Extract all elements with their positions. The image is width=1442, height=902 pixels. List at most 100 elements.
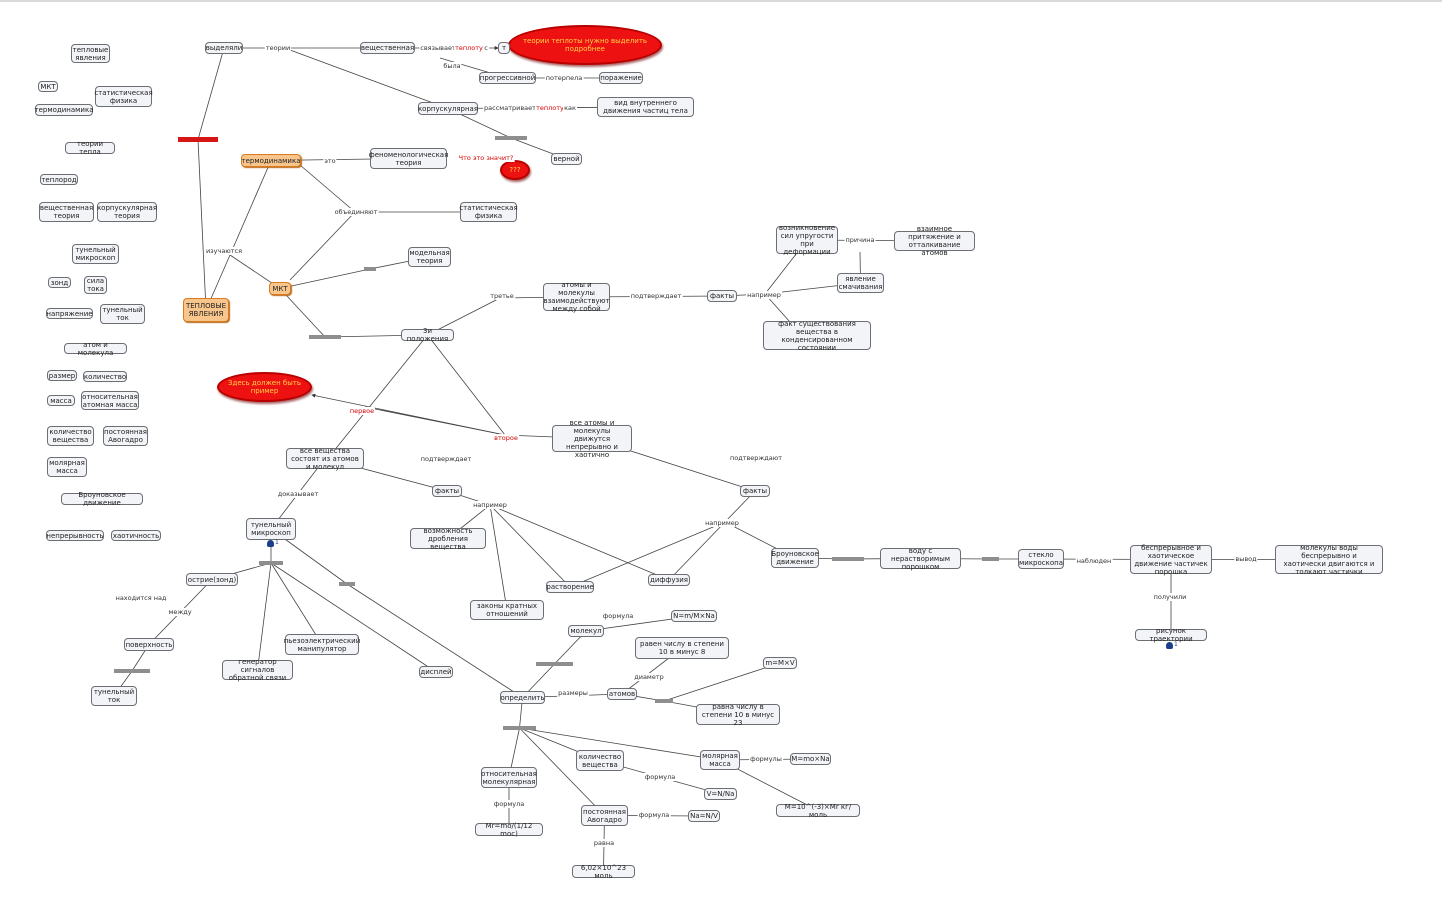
concept-node[interactable]: молекулы воды беспрерывно и хаотически д… [1275,544,1383,576]
concept-node[interactable]: молекул [568,625,604,637]
concept-node[interactable]: верной [551,153,582,165]
sidebar-term[interactable]: сила тока [84,276,107,294]
concept-node[interactable]: атомов [607,688,637,700]
concept-node[interactable]: законы кратных отношений [470,600,544,620]
concept-node[interactable]: поражение [599,72,643,84]
concept-node[interactable]: 6,02×10^23 моль [572,864,635,880]
warning-bubble[interactable]: Здесь должен быть пример [217,372,312,402]
concept-node[interactable]: факты [432,485,462,497]
concept-node[interactable]: взаимное притяжение и отталкивание атомо… [894,225,975,257]
concept-node[interactable]: тунельный ток [91,686,137,706]
concept-node[interactable]: факты [740,485,770,497]
concept-node[interactable]: все атомы и молекулы движутся непрерывно… [552,419,632,459]
concept-node[interactable]: атомы и молекулы взаимодействуют между с… [543,281,610,313]
sidebar-term[interactable]: напряжение [46,308,93,319]
link-marker[interactable] [503,726,536,730]
sidebar-term[interactable]: теплород [40,174,78,185]
sidebar-term[interactable]: постоянная Авогадро [103,426,148,446]
sidebar-term[interactable]: непрерывность [46,530,104,541]
concept-node[interactable]: M=10^(-3)×Mr кг/моль [776,803,860,819]
concept-node[interactable]: термодинамика [241,154,301,167]
link-marker[interactable] [259,561,283,565]
concept-node[interactable]: количество вещества [576,750,624,771]
sidebar-term[interactable]: масса [47,395,75,406]
concept-node[interactable]: острие(зонд) [186,573,238,586]
concept-node[interactable]: корпускулярная [418,102,478,115]
sidebar-term[interactable]: теории тепла [65,140,115,156]
sidebar-term[interactable]: тунельный микроскоп [72,244,119,264]
concept-node[interactable]: феноменологическая теория [369,148,448,169]
sidebar-term[interactable]: атом и молекула [64,341,127,357]
concept-node[interactable]: M=mo×Na [790,753,831,765]
resource-pin-icon[interactable] [267,540,274,547]
concept-node[interactable]: выделяли [205,42,243,54]
link-marker[interactable] [309,335,341,339]
concept-node[interactable]: тунельный микроскоп [246,518,296,540]
concept-node[interactable]: факты [707,290,737,302]
concept-node[interactable]: поверхность [124,638,174,651]
link-marker[interactable] [114,669,150,673]
concept-node[interactable]: воду с нерастворимым порошком [880,547,961,571]
link-marker[interactable] [339,582,355,586]
link-marker[interactable] [178,137,218,142]
sidebar-term[interactable]: тепловые явления [71,44,110,63]
concept-node[interactable]: возникновение сил упругости при деформац… [776,224,838,256]
sidebar-term[interactable]: статистическая физика [94,86,153,107]
warning-bubble[interactable]: теории теплоты нужно выделить подробнее [508,25,662,65]
concept-node[interactable]: дисплей [419,666,453,678]
sidebar-term[interactable]: размер [47,370,77,381]
sidebar-term[interactable]: молярная масса [47,457,87,477]
warning-bubble[interactable]: ??? [500,160,530,180]
sidebar-term[interactable]: корпускулярная теория [96,202,158,222]
concept-node[interactable]: стекло микроскопа [1018,549,1064,569]
concept-node[interactable]: модельная теория [408,247,451,267]
sidebar-term[interactable]: относительная атомная масса [81,391,139,410]
concept-node[interactable]: равна числу в степени 10 в минус 23 [696,703,780,727]
resource-pin-icon[interactable] [1166,642,1173,649]
concept-node[interactable]: равен числу в степени 10 в минус 8 [635,637,729,659]
sidebar-term[interactable]: хаотичность [111,530,161,541]
concept-node[interactable]: Mr=mo/(1/12 moc) [475,822,543,838]
sidebar-term[interactable]: вещественная теория [39,202,94,222]
concept-node[interactable]: N=m/M×Na [671,610,717,622]
concept-node[interactable]: m=M×V [763,657,797,669]
sidebar-term[interactable]: Броуновское движение [61,491,143,507]
concept-node[interactable]: возможность дробления вещества [410,527,486,551]
concept-node[interactable]: прогрессивной [479,72,536,84]
concept-node[interactable]: растворение [546,581,594,593]
concept-node[interactable]: МКТ [269,282,291,295]
link-marker[interactable] [364,267,376,271]
concept-node[interactable]: рисунок траектории [1135,627,1207,643]
sidebar-term[interactable]: термодинамика [34,104,94,116]
link-marker[interactable] [536,662,573,666]
concept-node[interactable]: беспрерывное и хаотическое движение част… [1130,544,1212,576]
concept-node[interactable]: постоянная Авогадро [581,805,628,826]
sidebar-term[interactable]: количество вещества [47,426,94,446]
concept-node[interactable]: 3и положения [401,327,454,343]
concept-node[interactable]: вещественная [360,42,415,54]
concept-node[interactable]: V=N/Na [704,788,737,800]
link-marker[interactable] [655,699,673,703]
link-marker[interactable] [982,557,999,561]
concept-node[interactable]: т [498,42,510,54]
concept-node[interactable]: пьезоэлектрический манипулятор [284,634,360,655]
concept-node[interactable]: факт существования вещества в конденсиро… [763,320,871,352]
concept-node[interactable]: определить [500,691,545,704]
concept-node[interactable]: генератор сигналов обратной связи [222,658,293,682]
concept-node[interactable]: явление смачивания [837,273,884,293]
concept-node[interactable]: статистическая физика [459,202,518,222]
sidebar-term[interactable]: зонд [48,277,71,288]
sidebar-term[interactable]: тунельный ток [100,304,145,324]
link-marker[interactable] [832,557,864,561]
concept-node[interactable]: ТЕПЛОВЫЕ ЯВЛЕНИЯ [183,298,229,322]
concept-node[interactable]: относительная молекулярная [481,767,537,788]
link-marker[interactable] [495,136,527,140]
concept-node[interactable]: диффузия [648,574,690,586]
concept-node[interactable]: вид внутреннего движения частиц тела [597,97,694,117]
sidebar-term[interactable]: количество [83,371,127,382]
sidebar-term[interactable]: МКТ [38,81,58,92]
concept-node[interactable]: Na=N/V [688,810,720,822]
concept-node[interactable]: Броуновское движение [771,548,819,568]
concept-node[interactable]: молярная масса [700,750,740,770]
